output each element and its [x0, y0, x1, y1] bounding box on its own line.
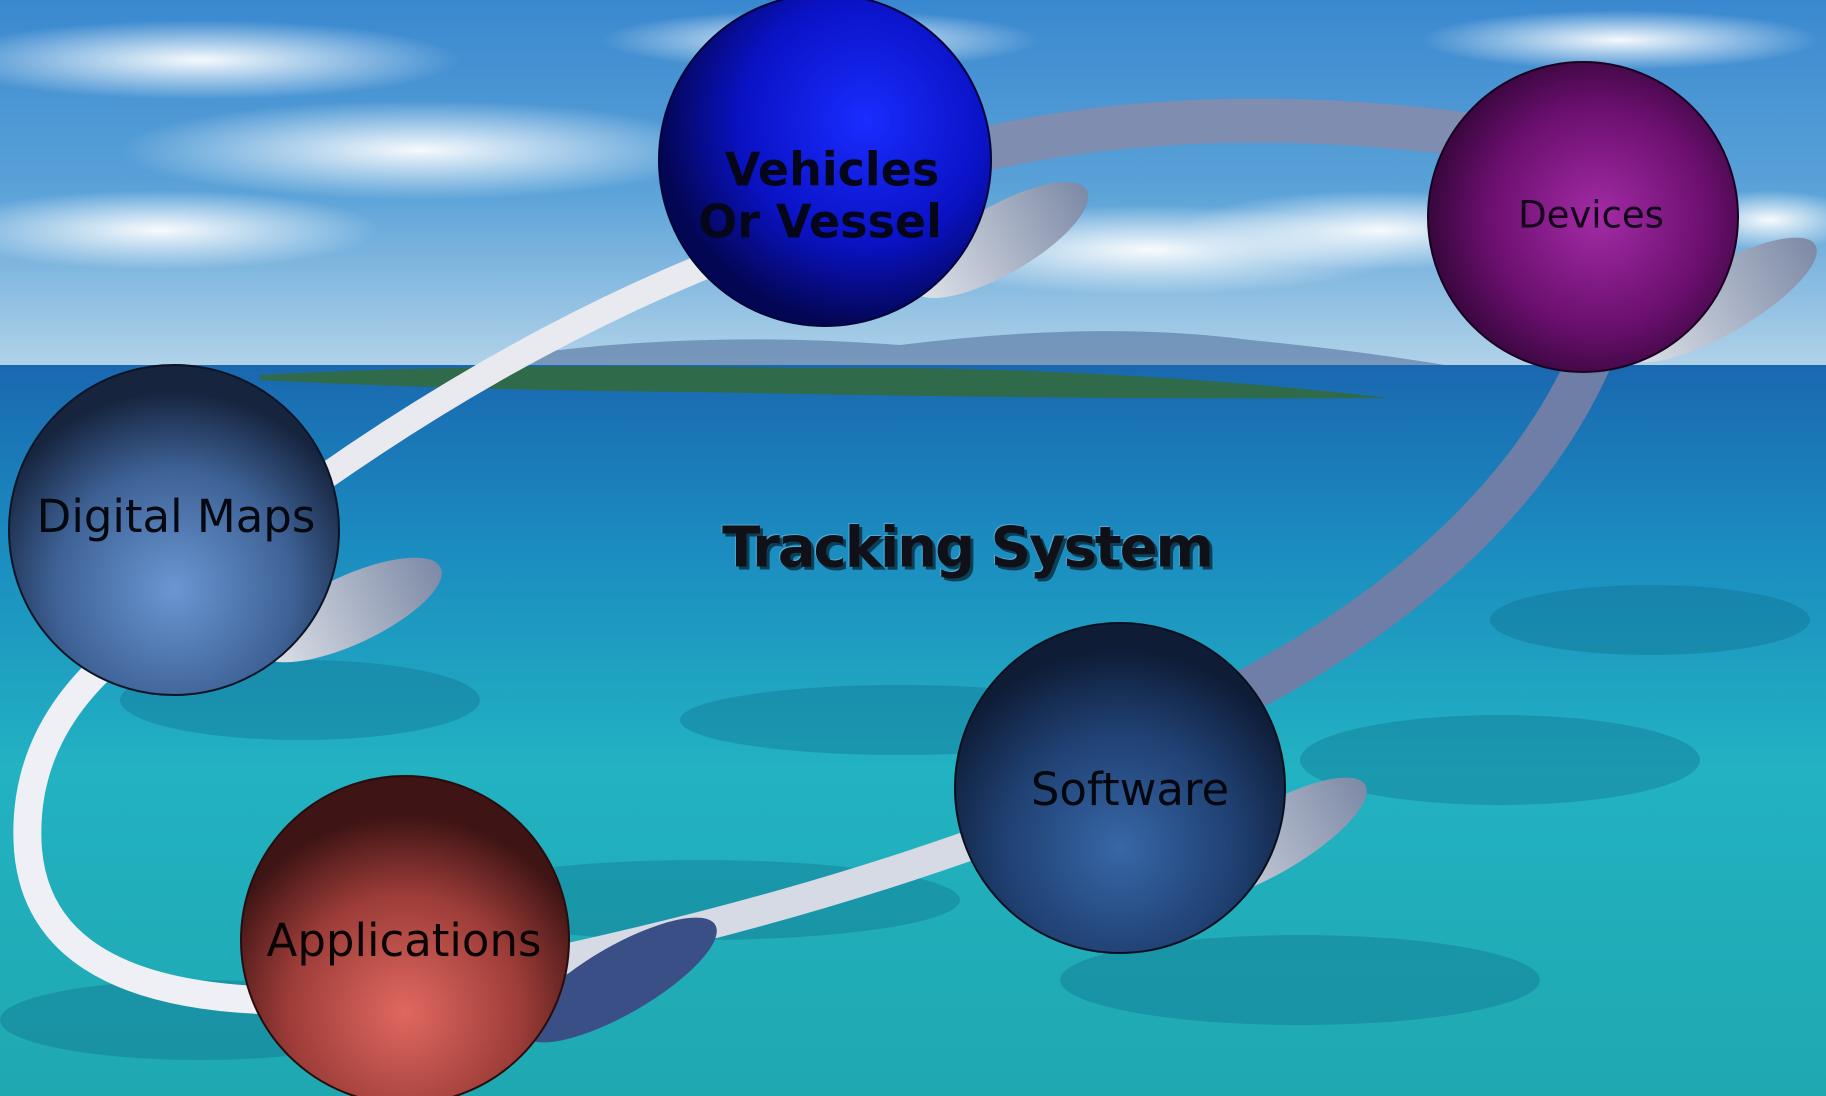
- diagram-title: Tracking System: [722, 515, 1214, 581]
- node-digital-maps-sphere: [8, 364, 340, 696]
- node-vehicles-sphere: [658, 0, 992, 327]
- node-applications-label: Applications: [266, 913, 542, 967]
- node-devices-label: Devices: [1518, 193, 1664, 237]
- node-digital-maps-label: Digital Maps: [36, 489, 316, 543]
- ring-segment-vehicles-to-devices: [958, 98, 1492, 172]
- node-digital-maps-line-1: Digital Maps: [36, 489, 316, 543]
- node-devices-line-1: Devices: [1518, 193, 1664, 237]
- node-software-sphere: [954, 622, 1286, 954]
- mountains: [520, 331, 1500, 375]
- ring-segment-applications-to-maps: [13, 646, 274, 1014]
- node-vehicles-line-1: Vehicles: [724, 142, 940, 197]
- ring-segment-devices-to-software: [1208, 338, 1612, 722]
- node-applications-sphere: [240, 775, 570, 1096]
- node-software-line-1: Software: [1030, 762, 1230, 816]
- ring-segment-maps-to-vehicles: [307, 247, 733, 493]
- island: [260, 366, 1390, 399]
- node-vehicles-line-2: Or Vessel: [698, 194, 942, 248]
- node-applications-line-1: Applications: [266, 913, 542, 967]
- node-devices-sphere: [1427, 61, 1739, 373]
- node-vehicles-label: Vehicles Or Vessel: [698, 144, 942, 247]
- node-software-label: Software: [1030, 762, 1230, 816]
